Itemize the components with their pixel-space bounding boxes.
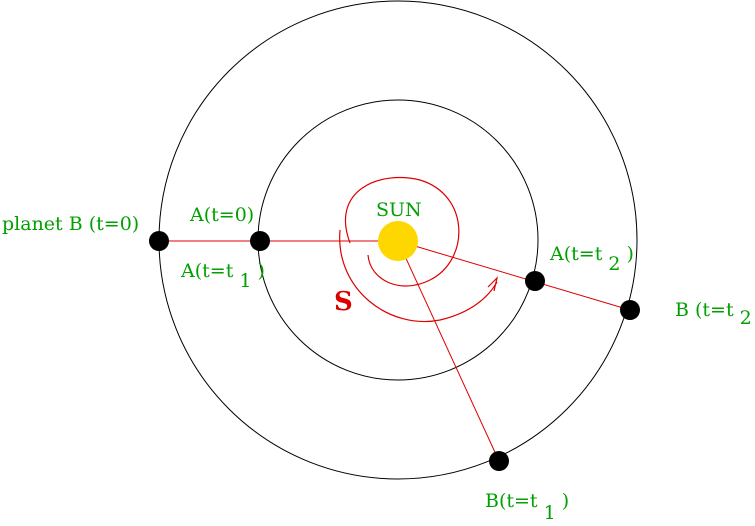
b-t1-label: B(t=t 1 ) <box>485 490 569 524</box>
b-t2-label-main: B (t=t <box>675 299 734 321</box>
a-t1-label-main: A(t=t <box>180 260 234 282</box>
sun <box>378 221 418 261</box>
a-t1-label-sub: 1 <box>239 270 251 292</box>
b-t1-label-main: B(t=t <box>485 490 538 512</box>
a-t1-label-close: ) <box>258 260 265 282</box>
spiral-path <box>344 176 460 287</box>
a-t2-label-sub: 2 <box>608 253 620 275</box>
planet-b-t1 <box>489 451 509 471</box>
line-sun-to-b-t2 <box>397 240 631 311</box>
a-t2-label-main: A(t=t <box>549 243 603 265</box>
spiral-arrowhead <box>487 276 499 292</box>
spiral-tail <box>339 229 498 322</box>
s-label: S <box>334 287 353 317</box>
a-t2-label-close: ) <box>627 243 634 265</box>
b-t2-label: B (t=t 2 ) <box>675 299 755 329</box>
planet-a-t0 <box>250 231 270 251</box>
line-sun-to-b-t1 <box>397 240 500 462</box>
a-t2-label: A(t=t 2 ) <box>549 243 634 275</box>
planet-b-t2 <box>620 300 640 320</box>
b-t1-label-sub: 1 <box>544 502 556 524</box>
planet-b-t0-label: planet B (t=0) <box>2 213 139 235</box>
a-t0-label: A(t=0) <box>189 204 254 226</box>
b-t2-label-sub: 2 <box>740 307 752 329</box>
a-t1-label: A(t=t 1 ) <box>180 260 265 292</box>
sun-label: SUN <box>376 199 422 221</box>
planet-b-t0 <box>149 231 169 251</box>
b-t1-label-close: ) <box>562 490 569 512</box>
planet-a-t2 <box>525 271 545 291</box>
